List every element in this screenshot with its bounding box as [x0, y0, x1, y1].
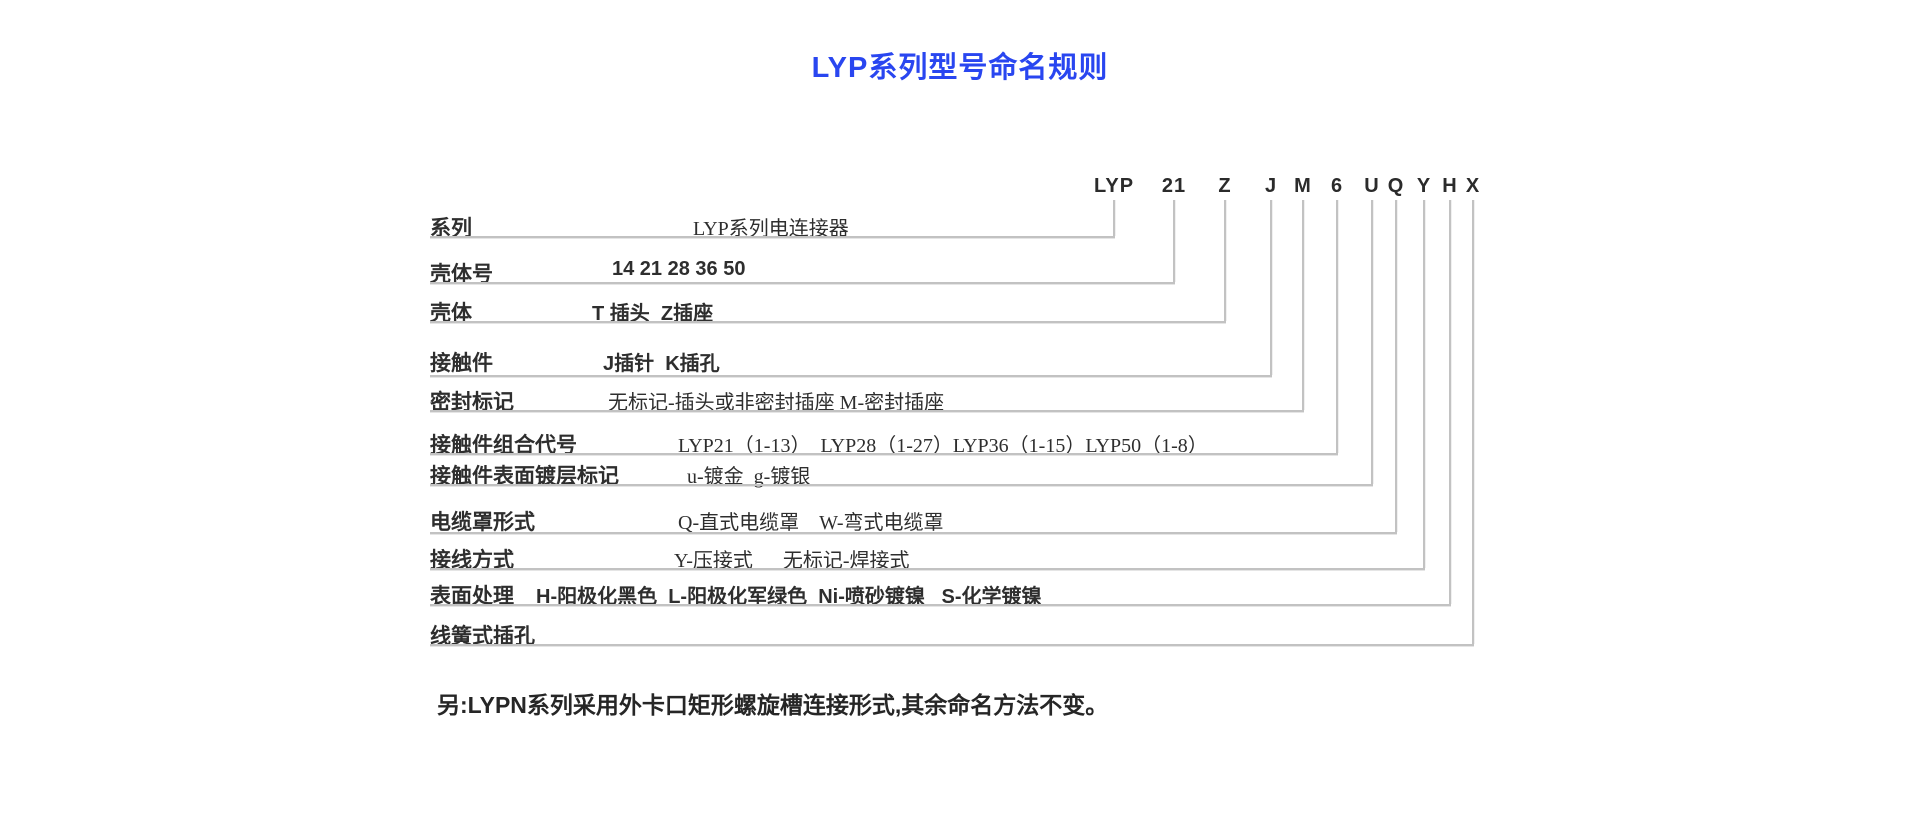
- row-label: 密封标记: [430, 391, 514, 414]
- code-part-socket: X: [1465, 175, 1481, 197]
- row-label: 接触件: [430, 352, 493, 375]
- row-value: LYP21（1-13） LYP28（1-27）LYP36（1-15）LYP50（…: [678, 435, 1208, 457]
- code-part-combo: 6: [1330, 175, 1344, 197]
- row-label: 系列: [430, 217, 472, 240]
- row-value: 无标记-插头或非密封插座 M-密封插座: [608, 392, 945, 414]
- vline-cable: [1395, 200, 1397, 532]
- row-underline: [430, 484, 1373, 486]
- vline-shell: [1224, 200, 1226, 321]
- page-title: LYP系列型号命名规则: [811, 52, 1109, 84]
- row-value: 14 21 28 36 50: [612, 258, 746, 280]
- row-underline: [430, 604, 1451, 606]
- row-underline: [430, 236, 1115, 238]
- code-part-shell-no: 21: [1161, 175, 1187, 197]
- row-underline: [430, 282, 1175, 284]
- row-label: 接线方式: [430, 549, 514, 572]
- row-value: H-阳极化黑色 L-阳极化军绿色 Ni-喷砂镀镍 S-化学镀镍: [536, 586, 1042, 608]
- code-part-series: LYP: [1093, 175, 1135, 197]
- vline-contact: [1270, 200, 1272, 375]
- code-part-shell: Z: [1218, 175, 1232, 197]
- row-underline: [430, 568, 1425, 570]
- row-value: J插针 K插孔: [603, 353, 720, 375]
- row-value: T 插头 Z插座: [592, 303, 714, 325]
- row-underline: [430, 375, 1272, 377]
- row-underline: [430, 321, 1226, 323]
- footnote: 另:LYPN系列采用外卡口矩形螺旋槽连接形式,其余命名方法不变。: [437, 692, 1109, 718]
- row-value: Y-压接式 无标记-焊接式: [674, 550, 910, 572]
- row-underline: [430, 644, 1474, 646]
- row-label: 壳体号: [430, 263, 493, 286]
- row-label: 线簧式插孔: [430, 625, 535, 648]
- row-underline: [430, 453, 1338, 455]
- code-part-plating: U: [1364, 175, 1380, 197]
- vline-combo: [1336, 200, 1338, 453]
- row-value: Q-直式电缆罩 W-弯式电缆罩: [678, 512, 944, 534]
- vline-surface: [1449, 200, 1451, 604]
- vline-plating: [1371, 200, 1373, 484]
- row-value: u-镀金 g-镀银: [687, 466, 811, 488]
- row-label: 接触件组合代号: [430, 434, 577, 457]
- code-part-cable: Q: [1387, 175, 1405, 197]
- vline-seal: [1302, 200, 1304, 410]
- code-part-contact: J: [1264, 175, 1278, 197]
- row-underline: [430, 532, 1397, 534]
- code-part-surface: H: [1442, 175, 1458, 197]
- row-label: 壳体: [430, 302, 472, 325]
- vline-socket: [1472, 200, 1474, 644]
- vline-shell-no: [1173, 200, 1175, 282]
- code-part-wiring: Y: [1416, 175, 1432, 197]
- row-label: 电缆罩形式: [430, 511, 535, 534]
- vline-wiring: [1423, 200, 1425, 568]
- row-label: 接触件表面镀层标记: [430, 465, 619, 488]
- row-underline: [430, 410, 1304, 412]
- code-part-seal: M: [1294, 175, 1312, 197]
- row-label: 表面处理: [430, 585, 514, 608]
- row-value: LYP系列电连接器: [693, 218, 849, 240]
- vline-series: [1113, 200, 1115, 236]
